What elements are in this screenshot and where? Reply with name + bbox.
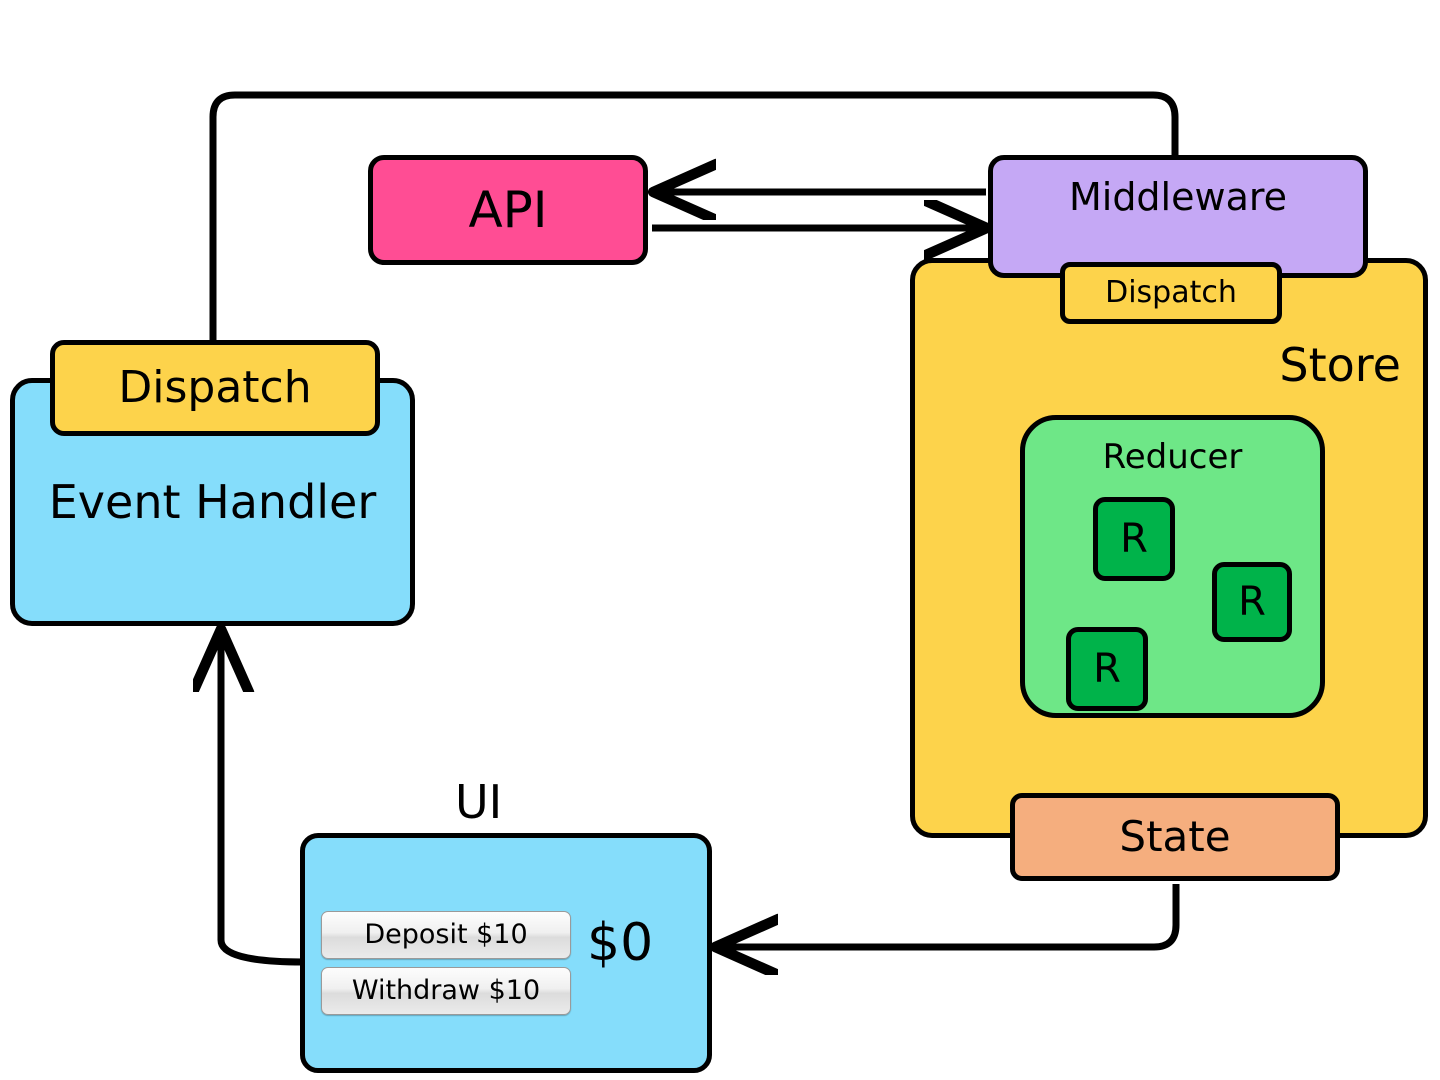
dispatch-store-node: Dispatch [1060,262,1282,324]
deposit-button[interactable]: Deposit $10 [321,911,571,959]
reducer-chip: R [1066,627,1148,711]
edge-ui-to-event-handler [221,632,304,966]
state-node: State [1010,793,1340,881]
reducer-label: Reducer [1102,437,1243,477]
balance-amount: $0 [587,913,654,973]
middleware-node: Middleware [988,155,1368,278]
reducer-chip: R [1212,562,1292,642]
ui-container: Deposit $10 Withdraw $10 $0 [300,833,712,1073]
ui-label: UI [455,775,503,829]
store-label: Store [1279,338,1401,392]
dispatch-left-node: Dispatch [50,340,380,436]
api-node: API [368,155,648,265]
edge-state-to-ui [718,884,1180,947]
withdraw-button[interactable]: Withdraw $10 [321,967,571,1015]
reducer-chip: R [1093,497,1175,581]
